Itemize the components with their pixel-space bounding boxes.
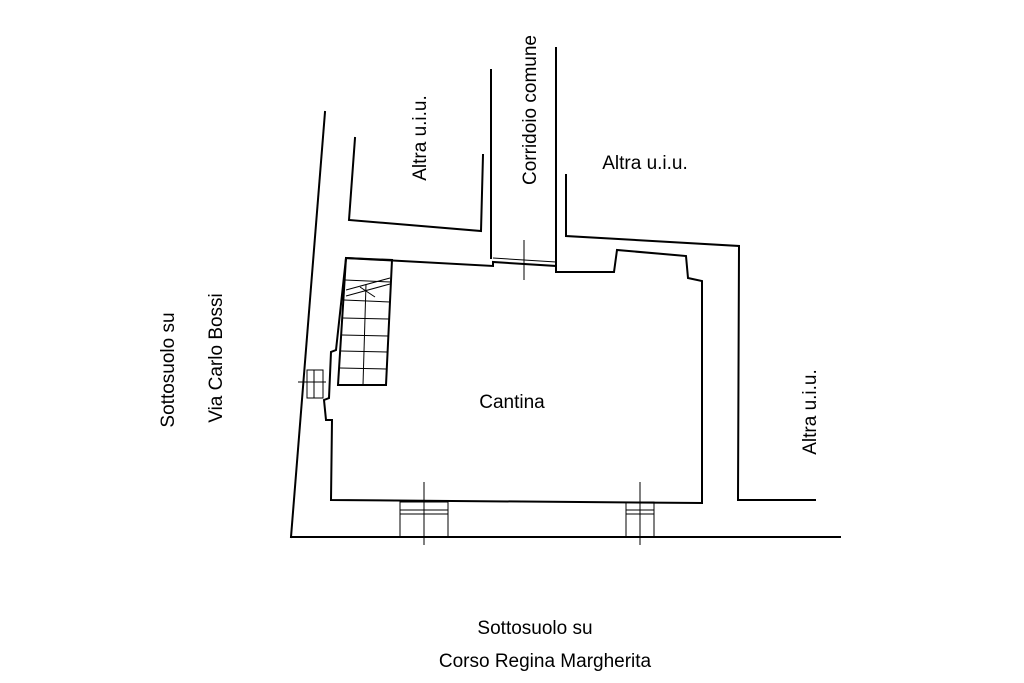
adjacent-unit-top-right-label: Altra u.i.u. <box>602 153 688 174</box>
window-bottom-left <box>399 482 449 545</box>
outer-wall-left <box>289 110 327 539</box>
corridor-door <box>492 240 557 280</box>
adjacent-unit-top-right-outline <box>565 174 816 501</box>
street-left-label-line2: Via Carlo Bossi <box>206 293 227 423</box>
staircase <box>336 256 394 386</box>
corridor-label: Corridoio comune <box>520 35 541 185</box>
adjacent-unit-right-label: Altra u.i.u. <box>800 369 821 455</box>
street-bottom-label-line1: Sottosuolo su <box>477 618 592 639</box>
street-bottom-label-line2: Corso Regina Margherita <box>439 651 652 672</box>
cantina-inner-wall <box>322 248 703 505</box>
street-left-label-line1: Sottosuolo su <box>158 312 179 427</box>
window-left <box>298 369 326 399</box>
adjacent-unit-top-left-label: Altra u.i.u. <box>410 95 431 181</box>
adjacent-unit-top-left-outline <box>347 136 485 233</box>
room-label: Cantina <box>479 392 545 413</box>
window-bottom-right <box>625 482 655 545</box>
